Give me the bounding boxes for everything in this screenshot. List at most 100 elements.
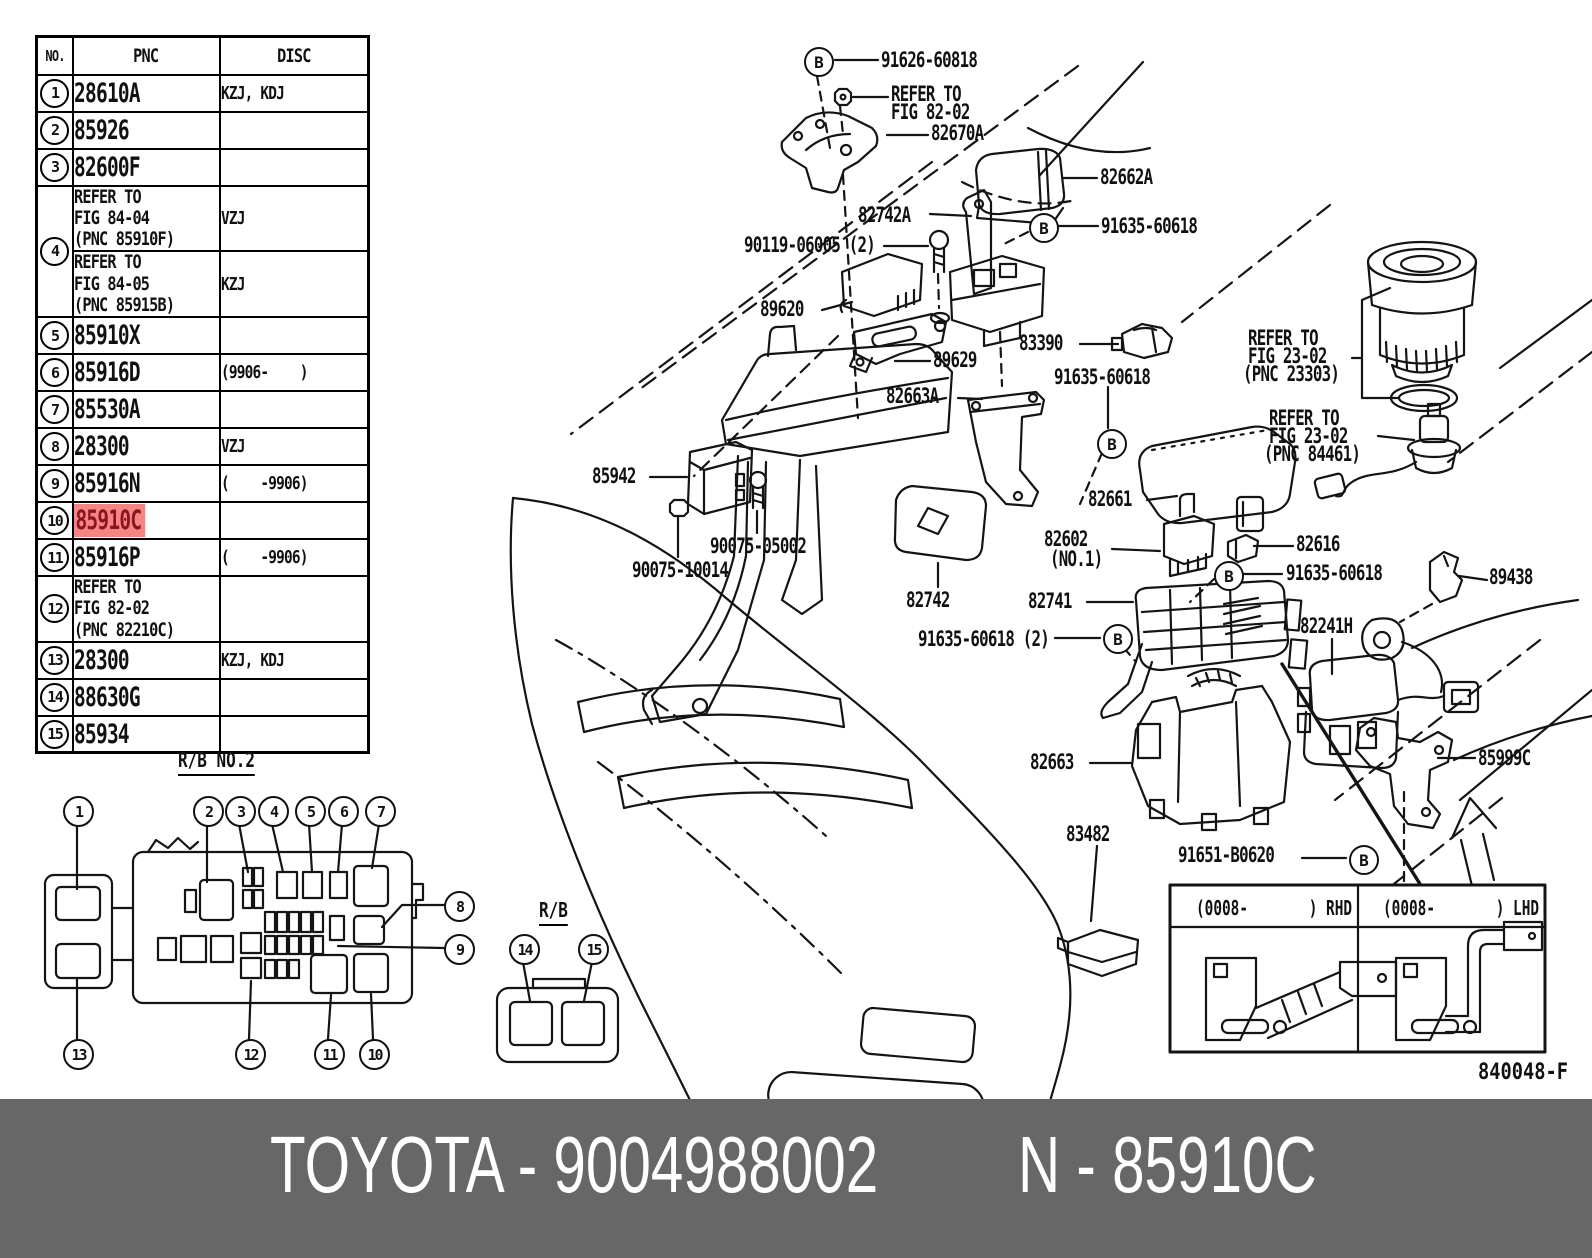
part-label: (NO.1) (1050, 547, 1103, 571)
row-number: 12 (40, 594, 70, 624)
disc-value: (9906- ) (220, 362, 308, 384)
part-label: 82663A (886, 384, 939, 408)
disc-value: KZJ, KDJ (220, 82, 285, 104)
inset-lhd-header: (0008- ) LHD (1383, 896, 1540, 920)
part-label: 82742 (906, 588, 950, 612)
rb-box (495, 977, 620, 1064)
disc-value: ( -9906) (220, 547, 308, 569)
callout-13: 13 (63, 1039, 94, 1070)
rb-no2-box (43, 836, 425, 1005)
part-label: 91651-B0620 (1178, 843, 1275, 867)
pnc-value: 85910X (73, 320, 141, 352)
pnc-value: 88630G (73, 681, 141, 713)
table-row: 6 85916D (9906- ) (35, 353, 370, 393)
disc-value: VZJ (220, 207, 245, 229)
pnc-value: 85934 (73, 718, 130, 750)
bracket-relay-82742a (948, 188, 1046, 348)
row-number: 2 (40, 115, 70, 145)
part-label: REFER TO (891, 82, 962, 106)
pnc-value: 85916N (73, 468, 141, 500)
pnc-value: 85916D (73, 357, 141, 389)
part-label: 82662A (1100, 165, 1153, 189)
bracket-85999c (1354, 716, 1498, 888)
bolt-90119 (928, 229, 951, 325)
table-row: 15 85934 (35, 714, 370, 754)
table-row: 5 85910X (35, 316, 370, 356)
disc-value: KZJ (220, 273, 245, 295)
part-label: REFER TO (1248, 326, 1319, 350)
table-row: 11 85916P ( -9906) (35, 538, 370, 578)
relay-block-center (641, 324, 954, 726)
disc-value: VZJ (220, 436, 245, 458)
row-number: 9 (40, 469, 70, 499)
part-label: 89629 (933, 348, 977, 372)
sensor-89438 (1361, 550, 1464, 694)
module-85942 (686, 440, 754, 516)
part-label: 91626-60818 (881, 48, 978, 72)
row-number: 15 (40, 719, 70, 749)
drawing-code: 840048-F (1478, 1060, 1569, 1085)
row-number: 14 (40, 682, 70, 712)
callout-5: 5 (295, 796, 326, 827)
part-label: 91635-60618 (1054, 365, 1151, 389)
bolt-marker: B (1097, 429, 1127, 459)
banner-figure-code: N - 85910C (1018, 1120, 1317, 1209)
part-label: (PNC 84461) (1264, 442, 1361, 466)
bolt-marker: B (1103, 624, 1133, 654)
part-label: 90075-05002 (710, 534, 807, 558)
pnc-value: 85926 (73, 114, 130, 146)
pnc-value: 85916P (73, 542, 141, 574)
inset-box (1168, 883, 1547, 1054)
fusebox-82741 (1100, 579, 1422, 886)
table-row: 1 28610A KZJ, KDJ (35, 73, 370, 113)
callout-3: 3 (225, 796, 256, 827)
sensor-83390 (1110, 322, 1174, 360)
part-label: 91635-60618 (1286, 561, 1383, 585)
row-number: 8 (40, 432, 70, 462)
col-header-disc: DISC (218, 35, 370, 76)
callout-7: 7 (365, 796, 396, 827)
part-label: FIG 82-02 (891, 100, 970, 124)
part-label: 91635-60618 (2) (918, 627, 1050, 651)
callout-2: 2 (193, 796, 224, 827)
bolt-marker: B (804, 47, 834, 77)
row-number: 5 (40, 321, 70, 351)
rb-no2-callout-lines (75, 822, 594, 1041)
part-label: 90075-10014 (632, 558, 729, 582)
pnc-value: REFER TO FIG 84-05 (PNC 85915B) (73, 251, 175, 316)
callout-11: 11 (314, 1039, 345, 1070)
part-label: REFER TO (1269, 406, 1340, 430)
sensor-84461 (1313, 402, 1462, 500)
pnc-value: REFER TO FIG 82-02 (PNC 82210C) (73, 576, 175, 641)
pnc-value: 82600F (73, 151, 141, 183)
pnc-highlight: 85910C (74, 504, 145, 538)
bolt-marker: B (1029, 213, 1059, 243)
part-label: 82663 (1030, 750, 1074, 774)
table-row-highlighted: 10 85910C (35, 501, 370, 541)
table-row: 13 28300 KZJ, KDJ (35, 640, 370, 680)
cover-82663 (1130, 684, 1292, 832)
fuel-filter (1366, 240, 1478, 413)
row-number: 10 (40, 506, 70, 536)
table-row: 3 82600F (35, 147, 370, 187)
bracket-82663a (966, 390, 1046, 508)
rb-title: R/B (539, 898, 568, 926)
fusebox-lid-82661 (1138, 425, 1297, 533)
table-row: 9 85916N ( -9906) (35, 464, 370, 504)
callout-10: 10 (359, 1039, 390, 1070)
table-row: 14 88630G (35, 677, 370, 717)
part-label: 90119-06005 (2) (744, 233, 876, 257)
pnc-value: 28300 (73, 644, 130, 676)
callout-6: 6 (328, 796, 359, 827)
part-label: (PNC 23303) (1243, 362, 1340, 386)
table-row: 2 85926 (35, 110, 370, 150)
nut-refer-8202 (833, 87, 853, 107)
part-label: 82742A (858, 203, 911, 227)
part-label: 85999C (1478, 746, 1531, 770)
part-label: 82602 (1044, 527, 1088, 551)
callout-9: 9 (444, 934, 475, 965)
callout-15: 15 (578, 934, 609, 965)
leader-lines (648, 58, 1489, 923)
part-label: 85942 (592, 464, 636, 488)
banner-brand-part: TOYOTA - 9004988002 (270, 1120, 879, 1209)
